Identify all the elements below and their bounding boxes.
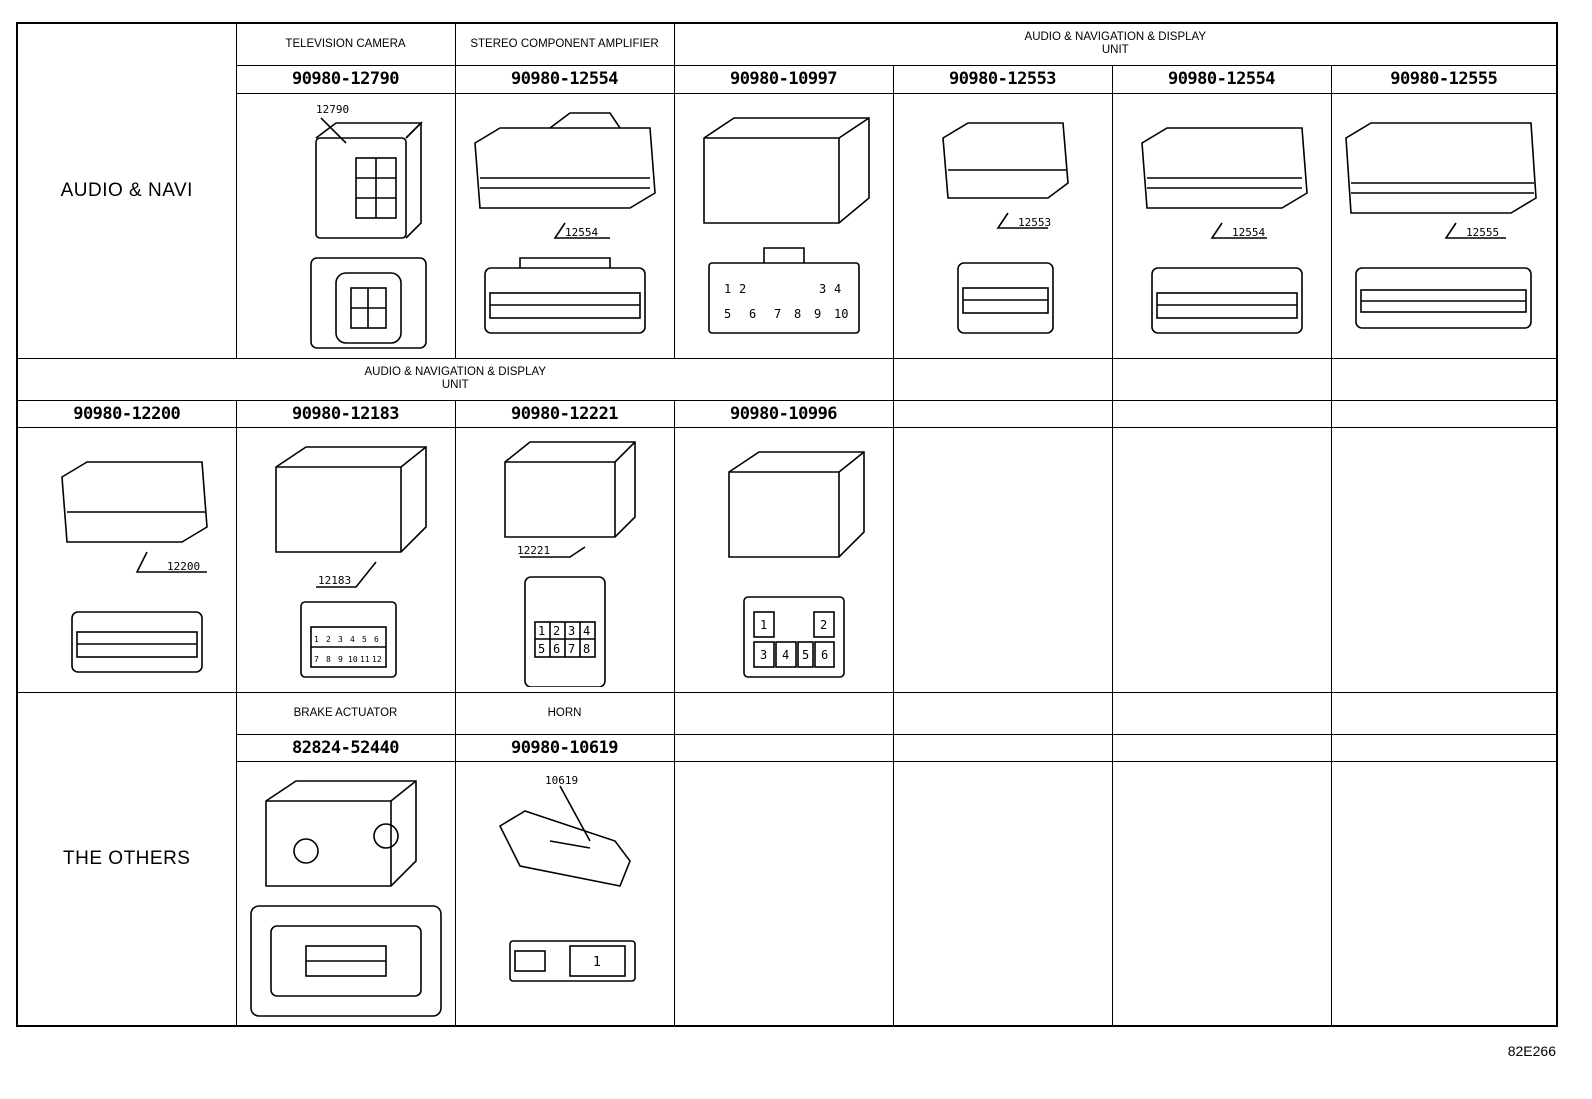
pin-number: 1 [760, 618, 767, 632]
part-number: 90980-12790 [235, 64, 456, 94]
tv-camera-connector-icon: 12790 [309, 103, 427, 349]
part-number: 90980-12200 [16, 399, 237, 428]
pin-number: 7 [774, 307, 781, 321]
audio-unit-12183-connector-icon: 12183 1 2 3 4 5 6 7 8 9 10 11 12 [274, 446, 427, 678]
device-horn: HORN [454, 691, 675, 735]
part-number: 90980-12554 [454, 64, 675, 94]
callout-label: 12200 [167, 560, 200, 573]
part-number: 90980-10997 [673, 64, 894, 94]
callout-label: 12555 [1466, 226, 1499, 239]
part-number: 90980-12221 [454, 399, 675, 428]
callout-label: 10619 [545, 774, 578, 787]
connector-illustration: 12183 1 2 3 4 5 6 7 8 9 10 11 12 [235, 426, 456, 693]
connector-illustration: 12555 [1330, 92, 1558, 359]
pin-number: 7 [314, 655, 319, 664]
device-brake-actuator: BRAKE ACTUATOR [235, 691, 456, 735]
horn-connector-icon: 10619 1 [498, 774, 636, 982]
pin-number: 4 [350, 635, 355, 644]
part-number: 90980-12554 [1111, 64, 1332, 94]
pin-number: 7 [568, 642, 575, 656]
pin-number: 5 [538, 642, 545, 656]
pin-number: 2 [553, 624, 560, 638]
part-number: 90980-12183 [235, 399, 456, 428]
pin-number: 9 [338, 655, 343, 664]
device-stereo-amplifier: STEREO COMPONENT AMPLIFIER [454, 22, 675, 66]
pin-number: 4 [583, 624, 590, 638]
audio-unit-12553-connector-icon: 12553 [941, 122, 1069, 334]
pin-number: 6 [749, 307, 756, 321]
pin-number: 4 [782, 648, 789, 662]
pin-number: 1 [593, 955, 601, 970]
pin-number: 3 [338, 635, 343, 644]
pin-number: 4 [834, 282, 841, 296]
connector-illustration: 1 2 3 4 5 6 [673, 426, 894, 693]
pin-number: 11 [360, 655, 370, 664]
part-number: 90980-12555 [1330, 64, 1558, 94]
connector-illustration: 12790 [235, 92, 456, 359]
pin-number: 12 [372, 655, 382, 664]
audio-unit-10997-connector-icon: 1 2 3 4 5 6 7 8 9 10 [702, 117, 870, 334]
pin-number: 5 [362, 635, 367, 644]
pin-number: 3 [568, 624, 575, 638]
device-television-camera: TELEVISION CAMERA [235, 22, 456, 66]
pin-number: 8 [583, 642, 590, 656]
callout-label: 12221 [517, 544, 550, 557]
device-audio-navigation-unit: AUDIO & NAVIGATION & DISPLAY UNIT [673, 22, 1558, 66]
category-audio-navi: AUDIO & NAVI [16, 22, 237, 359]
pin-number: 3 [819, 282, 826, 296]
pin-number: 2 [820, 618, 827, 632]
connector-illustration [235, 760, 456, 1027]
connector-illustration: 12221 1 2 3 4 5 6 7 8 [454, 426, 675, 693]
connector-table: AUDIO & NAVI TELEVISION CAMERA STEREO CO… [16, 22, 1559, 1027]
pin-number: 1 [538, 624, 545, 638]
connector-illustration: 12554 [1111, 92, 1332, 359]
pin-number: 2 [739, 282, 746, 296]
audio-unit-12200-connector-icon: 12200 [60, 461, 208, 673]
pin-number: 2 [326, 635, 331, 644]
connector-illustration: 1 2 3 4 5 6 7 8 9 10 [673, 92, 894, 359]
pin-number: 8 [794, 307, 801, 321]
device-audio-navigation-unit: AUDIO & NAVIGATION & DISPLAY UNIT [16, 357, 894, 401]
category-the-others: THE OTHERS [16, 691, 237, 1027]
connector-illustration: 12200 [16, 426, 237, 693]
pin-number: 6 [374, 635, 379, 644]
pin-number: 8 [326, 655, 331, 664]
callout-label: 12554 [1232, 226, 1265, 239]
part-number: 90980-10619 [454, 733, 675, 762]
pin-number: 6 [821, 648, 828, 662]
audio-unit-12555-connector-icon: 12555 [1345, 122, 1538, 329]
audio-unit-12221-connector-icon: 12221 1 2 3 4 5 6 7 8 [503, 441, 636, 687]
pin-number: 3 [760, 648, 767, 662]
connector-illustration: 12553 [892, 92, 1113, 359]
callout-label: 12790 [316, 103, 349, 116]
callout-label: 12183 [318, 574, 351, 587]
pin-number: 5 [724, 307, 731, 321]
pin-number: 1 [724, 282, 731, 296]
pin-number: 10 [348, 655, 358, 664]
pin-number: 5 [802, 648, 809, 662]
brake-actuator-connector-icon [249, 779, 442, 1017]
pin-number: 9 [814, 307, 821, 321]
part-number: 90980-12553 [892, 64, 1113, 94]
connector-sheet: AUDIO & NAVI TELEVISION CAMERA STEREO CO… [16, 22, 1559, 1027]
part-number: 90980-10996 [673, 399, 894, 428]
pin-number: 6 [553, 642, 560, 656]
figure-reference: 82E266 [1507, 1043, 1556, 1059]
connector-illustration: 10619 1 [454, 760, 675, 1027]
part-number: 82824-52440 [235, 733, 456, 762]
audio-unit-12554-connector-icon: 12554 [1140, 127, 1308, 334]
stereo-amp-connector-icon: 12554 [473, 112, 656, 334]
audio-unit-10996-connector-icon: 1 2 3 4 5 6 [727, 451, 865, 678]
callout-label: 12554 [565, 226, 598, 239]
pin-number: 1 [314, 635, 319, 644]
pin-number: 10 [834, 307, 848, 321]
callout-label: 12553 [1018, 216, 1051, 229]
connector-illustration: 12554 [454, 92, 675, 359]
